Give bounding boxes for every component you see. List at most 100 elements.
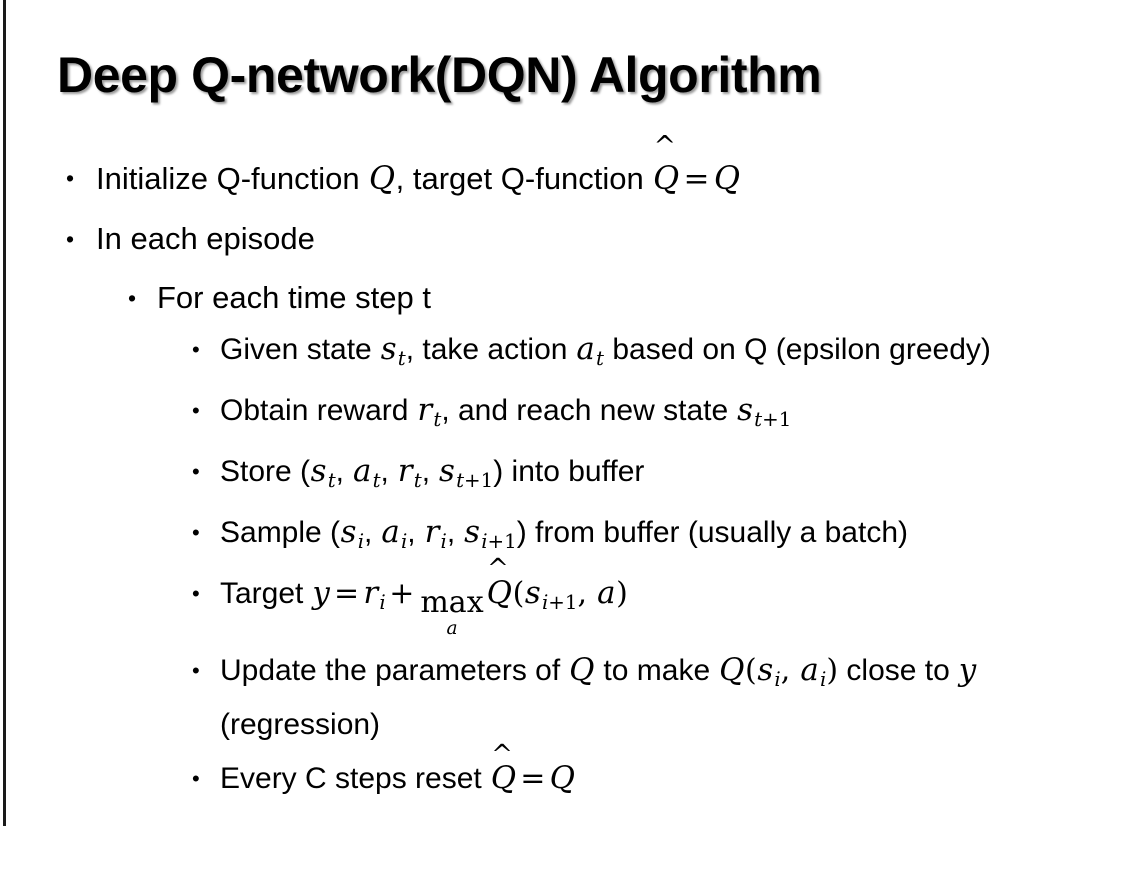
text-sep: , bbox=[421, 454, 439, 488]
bullet-obtain-reward-text: Obtain reward rt, and reach new state st… bbox=[220, 388, 1098, 442]
math-sub-t: t bbox=[413, 468, 422, 492]
math-equals: = bbox=[333, 575, 360, 611]
left-edge-rule bbox=[3, 0, 6, 826]
bullet-glyph: • bbox=[192, 580, 200, 606]
slide-body: • Initialize Q-function Q, target Q-func… bbox=[0, 133, 1124, 801]
math-sub-t: t bbox=[397, 346, 406, 370]
math-a: a bbox=[800, 652, 819, 689]
math-r: r bbox=[424, 513, 440, 550]
math-Q: Q bbox=[569, 652, 595, 689]
slide-title: Deep Q-network(DQN) Algorithm bbox=[57, 47, 822, 103]
bullet-store-transition-text: Store (st, at, rt, st+1) into buffer bbox=[220, 449, 1098, 503]
math-Q-hat: ^Q bbox=[490, 742, 517, 801]
math-sub-t: t bbox=[596, 346, 604, 370]
bullet-store-transition: • Store (st, at, rt, st+1) into buffer bbox=[0, 449, 1124, 503]
math-a: a bbox=[576, 331, 595, 367]
bullet-glyph: • bbox=[192, 766, 200, 791]
text-update-c: close to bbox=[838, 654, 959, 688]
math-Q-base: Q bbox=[486, 574, 512, 611]
math-equals: = bbox=[520, 761, 546, 796]
hat-accent-icon: ^ bbox=[491, 739, 513, 770]
text-every-a: Every C steps reset bbox=[220, 762, 491, 795]
text-store-a: Store ( bbox=[220, 454, 311, 488]
text-given-b: , take action bbox=[405, 333, 576, 366]
bullet-glyph: • bbox=[192, 458, 200, 484]
text-sample-a: Sample ( bbox=[220, 515, 341, 549]
math-Q-rhs: Q bbox=[549, 760, 575, 796]
bullet-in-each-episode-text: In each episode bbox=[96, 221, 315, 256]
math-Q-hat: ^Q bbox=[652, 133, 680, 209]
text-given-a: Given state bbox=[220, 333, 381, 366]
bullet-glyph: • bbox=[192, 337, 200, 362]
math-sub-i: i bbox=[379, 590, 386, 614]
text-sep: , bbox=[335, 454, 353, 488]
math-a: a bbox=[597, 574, 616, 611]
math-comma: , bbox=[577, 575, 597, 611]
text-obtain-b: , and reach new state bbox=[441, 393, 737, 427]
bullet-obtain-reward: • Obtain reward rt, and reach new state … bbox=[0, 388, 1124, 442]
math-plus: + bbox=[389, 575, 415, 611]
math-sub-i: i bbox=[357, 529, 365, 553]
math-sub-t: t bbox=[327, 468, 336, 492]
bullet-initialize-text: Initialize Q-function Q, target Q-functi… bbox=[96, 133, 1124, 209]
bullet-reset-target-network-text: Every C steps reset ^Q=Q bbox=[220, 742, 1098, 801]
hat-accent-icon: ^ bbox=[487, 554, 509, 585]
bullet-for-each-time-step: • For each time step t bbox=[0, 269, 1124, 327]
sub-t: t bbox=[754, 407, 763, 431]
math-s: s bbox=[380, 331, 397, 367]
math-s: s bbox=[524, 574, 541, 611]
sub-plus-one: +1 bbox=[548, 590, 578, 614]
math-r: r bbox=[363, 574, 379, 611]
math-s: s bbox=[310, 452, 327, 489]
math-s: s bbox=[439, 452, 455, 489]
math-r: r bbox=[417, 391, 433, 428]
math-sub-t: t bbox=[433, 407, 442, 431]
sub-i: i bbox=[481, 529, 488, 553]
bullet-glyph: • bbox=[192, 519, 200, 545]
math-lparen: ( bbox=[745, 653, 757, 689]
text-update-b: to make bbox=[595, 654, 719, 688]
bullet-reset-target-network: • Every C steps reset ^Q=Q bbox=[0, 742, 1124, 801]
math-Q: Q bbox=[368, 159, 396, 197]
math-rparen: ) bbox=[616, 575, 628, 611]
bullet-glyph: • bbox=[66, 165, 75, 191]
math-comma: , bbox=[780, 653, 800, 689]
math-sub-t: t bbox=[372, 468, 381, 492]
text-sep: , bbox=[364, 515, 381, 549]
text-sep: , bbox=[407, 515, 424, 549]
math-a: a bbox=[381, 513, 400, 550]
bullet-glyph: • bbox=[66, 226, 75, 252]
text-update-d: (regression) bbox=[220, 708, 381, 741]
math-a: a bbox=[352, 452, 372, 489]
math-r: r bbox=[397, 452, 413, 489]
bullet-sample-batch-text: Sample (si, ai, ri, si+1) from buffer (u… bbox=[220, 510, 1098, 564]
math-rparen: ) bbox=[826, 653, 839, 689]
bullet-given-state: • Given state st, take action at based o… bbox=[0, 327, 1124, 381]
math-Q-base: Q bbox=[653, 159, 680, 197]
math-sub-i: i bbox=[400, 529, 408, 553]
math-sub-i-plus-1: i+1 bbox=[481, 530, 517, 553]
text-target-a: Target bbox=[220, 576, 312, 610]
sub-i: i bbox=[541, 590, 549, 614]
bullet-glyph: • bbox=[192, 397, 200, 423]
sub-plus-one: +1 bbox=[464, 468, 494, 492]
text-sep: , bbox=[446, 515, 464, 549]
math-Q-rhs: Q bbox=[713, 159, 741, 197]
bullet-given-state-text: Given state st, take action at based on … bbox=[220, 327, 1098, 381]
math-Q: Q bbox=[719, 652, 745, 689]
bullet-sample-batch: • Sample (si, ai, ri, si+1) from buffer … bbox=[0, 510, 1124, 564]
hat-accent-icon: ^ bbox=[653, 131, 676, 163]
text-sample-b: ) from buffer (usually a batch) bbox=[516, 515, 908, 549]
math-sub-i: i bbox=[820, 668, 827, 691]
text-update-a: Update the parameters of bbox=[220, 654, 569, 688]
math-Q-hat: ^Q bbox=[486, 557, 513, 616]
bullet-for-each-time-step-text: For each time step t bbox=[157, 280, 431, 315]
math-s: s bbox=[464, 513, 481, 550]
text-obtain-a: Obtain reward bbox=[220, 393, 417, 427]
math-equals: = bbox=[683, 161, 710, 197]
math-s: s bbox=[737, 391, 753, 428]
sub-plus-one: +1 bbox=[762, 407, 792, 431]
